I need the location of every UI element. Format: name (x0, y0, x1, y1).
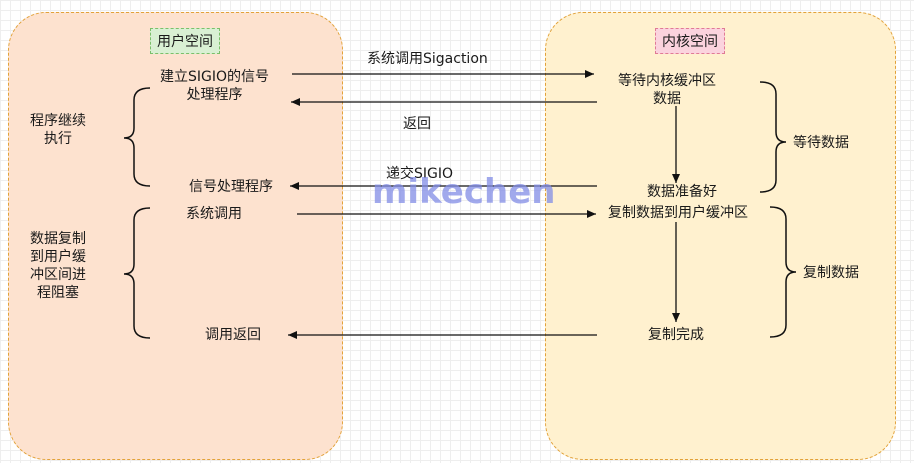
left-brace-1 (123, 87, 151, 187)
data-ready-text: 数据准备好 (647, 184, 717, 200)
copy-data-text: 复制数据 (803, 265, 859, 281)
return-label: 返回 (403, 116, 431, 132)
copy-done-text: 复制完成 (648, 327, 704, 343)
copy-to-user-text: 复制数据到用户缓冲区 (608, 205, 748, 221)
left-brace-2 (123, 207, 151, 339)
right-brace-2 (769, 206, 797, 338)
wait-buffer-text: 等待内核缓冲区 数据 (618, 73, 716, 107)
kernel-space-label: 内核空间 (655, 28, 725, 54)
user-space-label: 用户空间 (150, 28, 220, 54)
watermark: mikechen (372, 172, 556, 212)
call-return-text: 调用返回 (205, 327, 261, 343)
waiting-data-text: 等待数据 (793, 135, 849, 151)
deliver-sigio-label: 递交SIGIO (386, 166, 454, 182)
signal-handler-text: 信号处理程序 (189, 179, 273, 195)
syscall-text: 系统调用 (186, 206, 242, 222)
copy-blocked-text: 数据复制 到用户缓 冲区间进 程阻塞 (30, 231, 86, 301)
right-brace-1 (759, 81, 787, 193)
user-space-panel (8, 12, 343, 460)
kernel-space-panel (545, 12, 896, 460)
sigaction-label: 系统调用Sigaction (367, 51, 488, 67)
setup-handler-text: 建立SIGIO的信号 处理程序 (160, 69, 270, 103)
program-continues-text: 程序继续 执行 (30, 113, 86, 147)
